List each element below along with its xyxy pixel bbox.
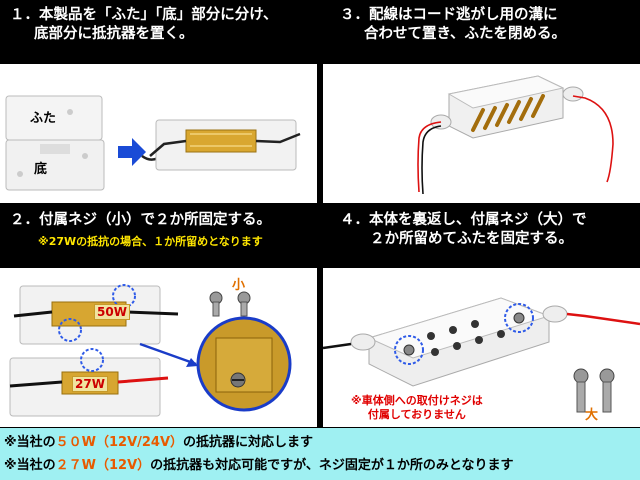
footer-line2-post: の抵抗器も対応可能ですが、ネジ固定が１か所のみとなります xyxy=(150,458,514,473)
step4-note-line2: 付属しておりません xyxy=(367,408,466,421)
footer-line1-highlight: ５０W（12V/24V） xyxy=(55,435,184,450)
label-lid: ふた xyxy=(30,111,57,126)
footer-line2-pre: ※当社の xyxy=(4,458,56,473)
footer-line2: ※当社の２７W（12V）の抵抗器も対応可能ですが、ネジ固定が１か所のみとなります xyxy=(4,454,636,477)
compatibility-footer: ※当社の５０W（12V/24V）の抵抗器に対応します ※当社の２７W（12V）の… xyxy=(0,428,640,480)
label-base: 底 xyxy=(34,162,48,177)
step3-heading: ３．配線はコード逃がし用の溝に 合わせて置き、ふたを閉める。 xyxy=(340,6,635,44)
step4-line2: ２か所留めてふたを固定する。 xyxy=(370,231,573,247)
step2-line1: ２．付属ネジ（小）で２か所固定する。 xyxy=(10,212,271,228)
step1-line1: １．本製品を「ふた」「底」部分に分け、 xyxy=(10,7,278,23)
step4-heading: ４．本体を裏返し、付属ネジ（大）で ２か所留めてふたを固定する。 xyxy=(340,211,635,249)
step4-line1: ４．本体を裏返し、付属ネジ（大）で xyxy=(340,212,587,228)
step4-note: ※車体側への取付けネジは 付属しておりません xyxy=(351,394,483,422)
step3-line2: 合わせて置き、ふたを閉める。 xyxy=(364,26,566,42)
step2-image: 50W 27W 小 xyxy=(0,268,317,427)
step2-heading: ２．付属ネジ（小）で２か所固定する。 ※27Wの抵抗の場合、１か所留めとなります xyxy=(10,211,315,251)
step1-heading: １．本製品を「ふた」「底」部分に分け、 底部分に抵抗器を置く。 xyxy=(10,6,310,44)
footer-line1: ※当社の５０W（12V/24V）の抵抗器に対応します xyxy=(4,431,636,454)
footer-line1-pre: ※当社の xyxy=(4,435,56,450)
screw-size-large: 大 xyxy=(585,408,599,423)
watt-label-27: 27W xyxy=(72,376,108,392)
step1-image: ふた 底 xyxy=(0,64,317,203)
step4-image: ※車体側への取付けネジは 付属しておりません 大 xyxy=(323,268,640,427)
step2-note: ※27Wの抵抗の場合、１か所留めとなります xyxy=(38,235,263,248)
watt-label-50: 50W xyxy=(94,304,130,320)
step1-line2: 底部分に抵抗器を置く。 xyxy=(34,26,194,42)
step3-image xyxy=(323,64,640,203)
step3-line1: ３．配線はコード逃がし用の溝に xyxy=(340,7,558,23)
footer-line1-post: の抵抗器に対応します xyxy=(183,435,314,450)
screw-size-small: 小 xyxy=(232,278,246,293)
footer-line2-highlight: ２７W（12V） xyxy=(55,458,151,473)
step4-note-line1: ※車体側への取付けネジは xyxy=(351,394,483,407)
